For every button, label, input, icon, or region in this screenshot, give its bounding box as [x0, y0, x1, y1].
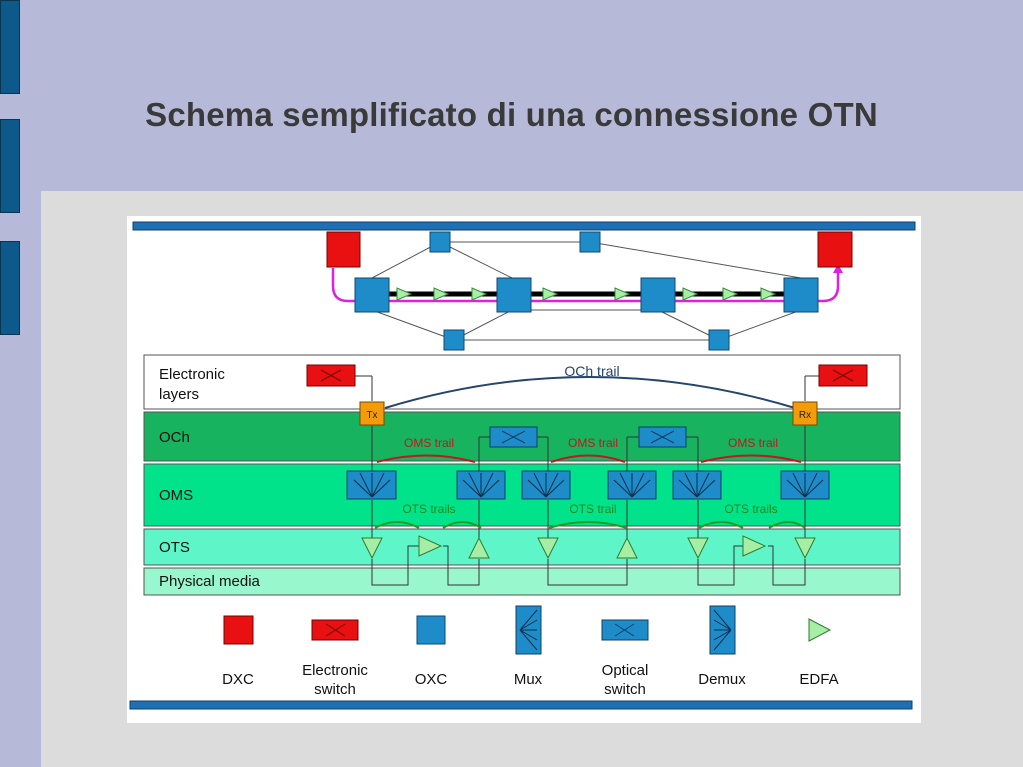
label-oms: OMS — [159, 487, 193, 504]
ots-trail-arc-2 — [442, 521, 482, 529]
vertical-links — [334, 375, 843, 586]
label-ots: OTS — [159, 539, 190, 556]
oms-trail-label-1: OMS trail — [404, 436, 454, 450]
mux-demux-fans — [353, 472, 824, 498]
och-trail-arc — [384, 376, 796, 409]
oms-trail-arc-2 — [550, 454, 626, 463]
backbone-edfas — [396, 287, 777, 301]
oms-trail-arc-1 — [376, 454, 476, 463]
legend-label-optical-switch-1: Optical — [602, 662, 649, 679]
label-electronic-2: layers — [159, 386, 199, 403]
legend-label-mux: Mux — [514, 671, 543, 688]
oxc-bottom-2 — [708, 329, 730, 351]
legend-label-electronic-switch-2: switch — [314, 681, 356, 698]
label-electronic-1: Electronic — [159, 366, 225, 383]
band-physical — [143, 567, 901, 596]
band-ots — [143, 528, 901, 566]
side-tab-3 — [0, 241, 20, 335]
legend-label-electronic-switch-1: Electronic — [302, 662, 368, 679]
ots-trail-arc-3 — [548, 521, 628, 529]
legend-edfa-icon — [808, 618, 832, 642]
ots-trails-label-1: OTS trails — [402, 502, 455, 516]
electronic-switch-left — [306, 364, 356, 387]
legend-label-demux: Demux — [698, 671, 746, 688]
label-och: OCh — [159, 429, 190, 446]
tx-label: Tx — [366, 410, 377, 421]
legend-label-oxc: OXC — [415, 671, 448, 688]
oxc-main-2 — [496, 277, 532, 313]
ots-trail-label: OTS trail — [569, 502, 616, 516]
dxc-right — [817, 231, 853, 268]
ots-trail-arc-1 — [374, 521, 420, 529]
oxc-main-3 — [640, 277, 676, 313]
oms-trail-arc-3 — [700, 454, 802, 463]
top-blue-bar — [132, 221, 916, 231]
magenta-arrow — [833, 264, 843, 273]
legend-demux-icon — [709, 605, 736, 655]
tx-node: Tx — [359, 401, 385, 426]
legend-oxc-icon — [416, 615, 446, 645]
oxc-top-2 — [579, 231, 601, 253]
oxc-main-4 — [783, 277, 819, 313]
dxc-left — [326, 231, 361, 268]
legend-dxc-icon — [223, 615, 254, 645]
ots-trails-label-2: OTS trails — [724, 502, 777, 516]
ots-edfas — [361, 535, 816, 560]
side-tab-1 — [0, 0, 20, 94]
ots-trail-arc-4 — [698, 521, 744, 529]
oms-trail-label-3: OMS trail — [728, 436, 778, 450]
band-electronic — [143, 354, 901, 410]
oxc-top-1 — [429, 231, 451, 253]
oms-trail-label-2: OMS trail — [568, 436, 618, 450]
legend-label-edfa: EDFA — [799, 671, 838, 688]
side-tab-2 — [0, 119, 20, 213]
legend-electronic-switch-icon — [311, 619, 359, 641]
magenta-path — [331, 268, 840, 303]
legend-optical-switch-icon — [601, 619, 649, 641]
oxc-main-1 — [354, 277, 390, 313]
legend-label-dxc: DXC — [222, 671, 254, 688]
legend-label-optical-switch-2: switch — [604, 681, 646, 698]
rx-label: Rx — [799, 410, 811, 421]
electronic-switch-right — [818, 364, 868, 387]
label-physical: Physical media — [159, 573, 261, 590]
slide-title: Schema semplificato di una connessione O… — [145, 96, 878, 133]
och-trail-label: OCh trail — [564, 363, 619, 379]
rx-node: Rx — [792, 401, 818, 426]
ots-trail-arc-5 — [768, 521, 806, 529]
legend-mux-icon — [515, 605, 542, 655]
optical-switch-1 — [489, 426, 538, 448]
optical-switch-2 — [638, 426, 687, 448]
bottom-blue-bar — [129, 700, 913, 710]
oxc-bottom-1 — [443, 329, 465, 351]
otn-diagram: Electronic layers OCh OMS OTS Physical m… — [127, 216, 921, 723]
